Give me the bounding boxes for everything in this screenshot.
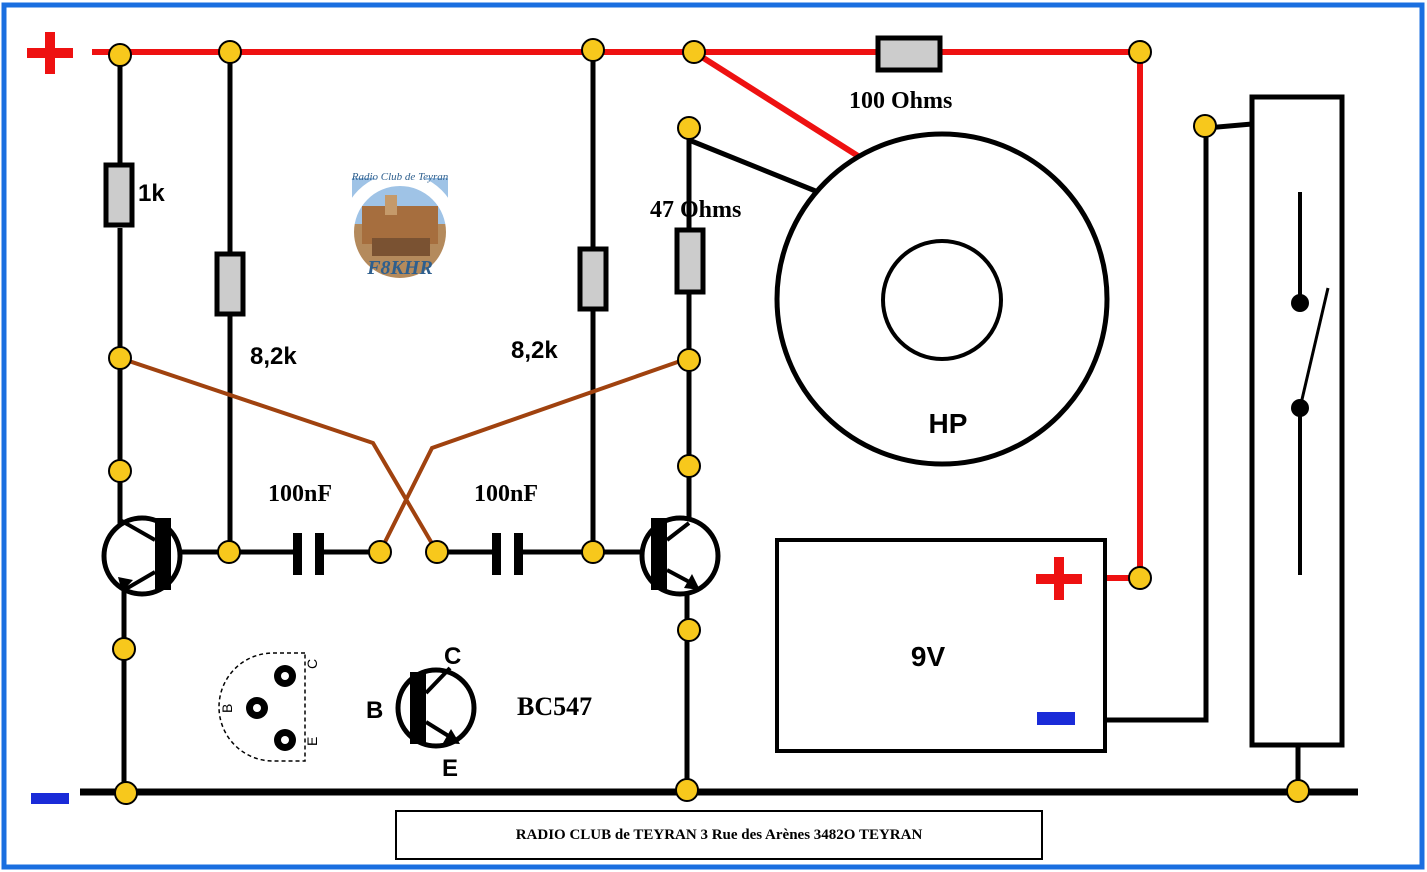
label-100nf-left: 100nF (268, 481, 332, 507)
transistor-symbol-legend (395, 666, 477, 749)
node (1286, 779, 1310, 803)
capacitor-right-plate-b (514, 533, 523, 575)
label-symbol-c: C (444, 643, 461, 670)
resistor-8k2-right (577, 246, 609, 312)
label-100nf-right: 100nF (474, 481, 538, 507)
node (108, 43, 132, 67)
node (1128, 40, 1152, 64)
resistors (103, 35, 943, 317)
transistor-right (639, 515, 721, 597)
node (218, 40, 242, 64)
label-symbol-e: E (442, 755, 458, 782)
logo-callsign: F8KHR (366, 257, 433, 279)
label-1k: 1k (138, 180, 165, 207)
battery-minus-sign (1037, 712, 1075, 725)
label-8k2-right: 8,2k (511, 337, 558, 364)
switch (1249, 94, 1345, 748)
footer-address-box: RADIO CLUB de TEYRAN 3 Rue des Arènes 34… (395, 810, 1043, 860)
club-logo: Radio Club de Teyran F8KHR (341, 171, 459, 291)
label-hp: HP (929, 408, 968, 439)
footer-address: RADIO CLUB de TEYRAN 3 Rue des Arènes 34… (515, 826, 923, 843)
node (581, 540, 605, 564)
node (1193, 114, 1217, 138)
label-47-ohms: 47 Ohms (650, 197, 741, 223)
node (108, 459, 132, 483)
node (677, 348, 701, 372)
node (368, 540, 392, 564)
node (581, 38, 605, 62)
pin-b-label: B (219, 704, 235, 713)
capacitors (293, 533, 523, 575)
pinout-drawing: C B E (218, 652, 320, 762)
transistor-left (101, 515, 183, 597)
capacitor-left-plate-b (315, 533, 324, 575)
battery-plus-sign (1036, 557, 1082, 600)
label-9v: 9V (911, 641, 946, 672)
label-bc547: BC547 (517, 692, 592, 721)
node (677, 116, 701, 140)
capacitor-right-plate-a (492, 533, 501, 575)
capacitor-left-plate-a (293, 533, 302, 575)
node (675, 778, 699, 802)
speaker-cone (881, 239, 1003, 361)
label-100-ohms: 100 Ohms (849, 88, 952, 114)
resistor-1k (103, 162, 135, 228)
junction-nodes (108, 38, 1310, 805)
resistor-47-ohms (674, 227, 706, 295)
resistor-100-ohms (875, 35, 943, 73)
resistor-8k2-left (214, 251, 246, 317)
node (425, 540, 449, 564)
label-8k2-left: 8,2k (250, 343, 297, 370)
node (1128, 566, 1152, 590)
node (677, 618, 701, 642)
node (114, 781, 138, 805)
rail-minus-sign (31, 793, 69, 804)
pin-e-label: E (304, 737, 320, 746)
rail-plus-sign (27, 32, 73, 74)
pin-c-label: C (304, 659, 320, 669)
node (682, 40, 706, 64)
logo-top-text: Radio Club de Teyran (351, 171, 449, 183)
label-symbol-b: B (366, 697, 383, 724)
node (677, 454, 701, 478)
node (108, 346, 132, 370)
speaker (774, 131, 1110, 467)
node (217, 540, 241, 564)
node (112, 637, 136, 661)
cross-coupling-wires (119, 356, 690, 554)
